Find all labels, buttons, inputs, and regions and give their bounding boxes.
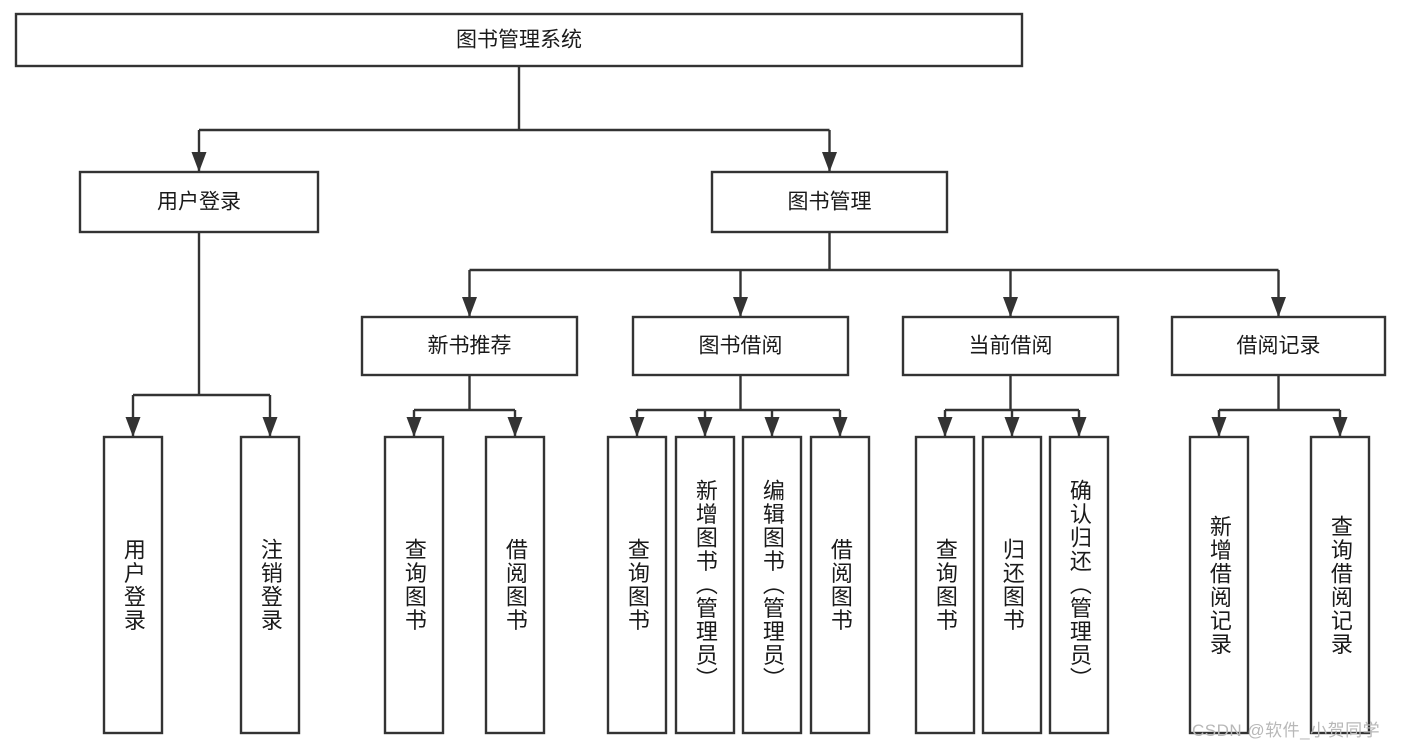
node-label: 用户登录 [157, 191, 241, 214]
node-root[interactable]: 图书管理系统 [14, 12, 1024, 68]
node-box[interactable] [710, 170, 949, 234]
node-user-login[interactable]: 用户登录 [78, 170, 320, 234]
csdn-watermark: CSDN @软件_小贺同学 [1192, 721, 1381, 740]
connector-arrowhead [262, 417, 278, 437]
connector-arrowhead [764, 417, 780, 437]
connector-layer [125, 66, 1348, 437]
connector-arrowhead [832, 417, 848, 437]
node-box[interactable] [102, 435, 164, 735]
node-box[interactable] [383, 435, 445, 735]
node-new-book-recommend[interactable]: 新书推荐 [360, 315, 579, 377]
connector-arrowhead [1332, 417, 1348, 437]
node-label: 图书借阅 [699, 335, 783, 358]
node-leaf-add-borrow-record[interactable] [1188, 435, 1250, 735]
node-leaf-query-book-borrow[interactable] [606, 435, 668, 735]
node-box[interactable] [674, 435, 736, 735]
node-current-borrow[interactable]: 当前借阅 [901, 315, 1120, 377]
connector-arrowhead [629, 417, 645, 437]
node-box[interactable] [1309, 435, 1371, 735]
node-label: 图书管理 [788, 191, 872, 214]
node-label: 当前借阅 [969, 335, 1053, 358]
node-leaf-borrow-book-rec[interactable] [484, 435, 546, 735]
connector-arrowhead [733, 297, 748, 317]
node-book-borrow[interactable]: 图书借阅 [631, 315, 850, 377]
node-leaf-query-borrow-record[interactable] [1309, 435, 1371, 735]
node-leaf-query-book-rec[interactable] [383, 435, 445, 735]
node-box[interactable] [901, 315, 1120, 377]
node-borrow-record[interactable]: 借阅记录 [1170, 315, 1387, 377]
node-leaf-edit-book-admin[interactable] [741, 435, 803, 735]
node-box[interactable] [631, 315, 850, 377]
node-box[interactable] [741, 435, 803, 735]
connector-arrowhead [406, 417, 422, 437]
connector-arrowhead [1004, 417, 1020, 437]
node-label: 图书管理系统 [456, 29, 582, 52]
node-box[interactable] [1048, 435, 1110, 735]
node-leaf-add-book-admin[interactable] [674, 435, 736, 735]
node-box[interactable] [809, 435, 871, 735]
node-book-management[interactable]: 图书管理 [710, 170, 949, 234]
node-box[interactable] [14, 12, 1024, 68]
node-leaf-logout-login[interactable] [239, 435, 301, 735]
node-box[interactable] [1188, 435, 1250, 735]
connector-arrowhead [1071, 417, 1087, 437]
node-box[interactable] [981, 435, 1043, 735]
node-label: 借阅记录 [1237, 335, 1321, 358]
connector-arrowhead [191, 152, 207, 172]
connector-arrowhead [697, 417, 713, 437]
node-box[interactable] [1170, 315, 1387, 377]
node-leaf-return-book[interactable] [981, 435, 1043, 735]
node-box[interactable] [914, 435, 976, 735]
connector-arrowhead [125, 417, 141, 437]
node-leaf-query-book-current[interactable] [914, 435, 976, 735]
connector-arrowhead [1003, 297, 1018, 317]
connector-arrowhead [1211, 417, 1227, 437]
connector-arrowhead [937, 417, 953, 437]
connector-arrowhead [1271, 297, 1286, 317]
connector-arrowhead [822, 152, 837, 172]
node-label: 新书推荐 [428, 335, 512, 358]
node-box[interactable] [239, 435, 301, 735]
node-leaf-confirm-return-admin[interactable] [1048, 435, 1110, 735]
node-leaf-user-login[interactable] [102, 435, 164, 735]
connector-arrowhead [507, 417, 523, 437]
node-box[interactable] [606, 435, 668, 735]
node-leaf-borrow-book[interactable] [809, 435, 871, 735]
node-box[interactable] [484, 435, 546, 735]
node-box[interactable] [360, 315, 579, 377]
node-box[interactable] [78, 170, 320, 234]
connector-arrowhead [462, 297, 477, 317]
